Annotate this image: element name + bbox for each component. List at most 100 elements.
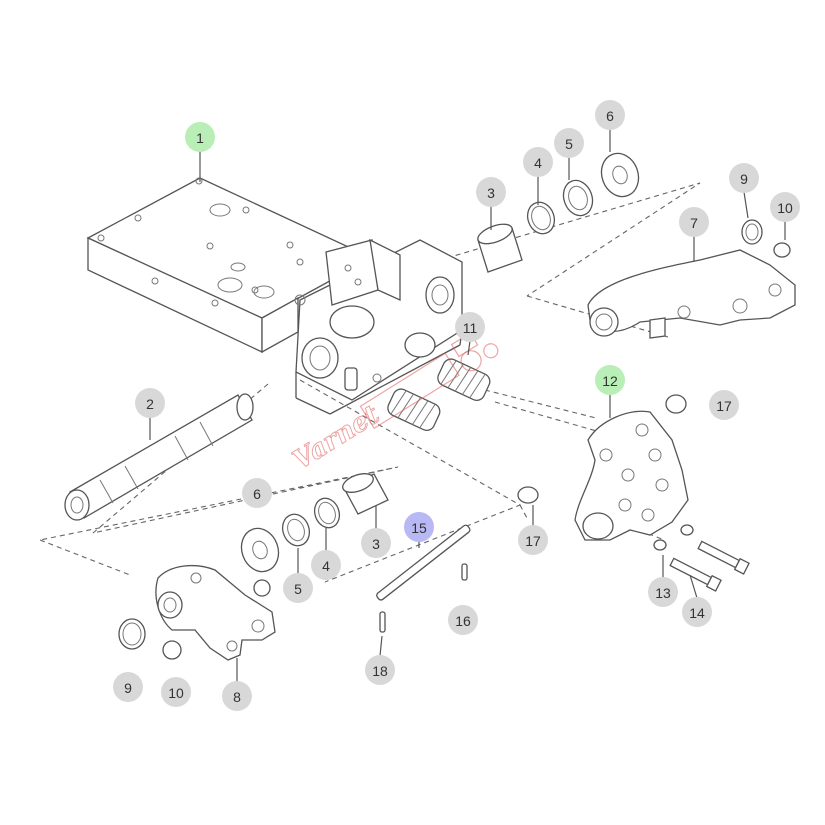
callout-badge	[242, 478, 272, 508]
callout-label: 2	[146, 396, 154, 412]
valve-housing	[86, 177, 463, 415]
callout-leader-line	[689, 574, 698, 599]
lift-arm-right	[587, 249, 796, 339]
callout-badge	[679, 207, 709, 237]
callout-label: 6	[606, 108, 614, 124]
callout-6: 6	[242, 478, 272, 508]
callout-10: 10	[161, 677, 191, 707]
callout-badge	[729, 163, 759, 193]
callout-17: 17	[518, 525, 548, 555]
callout-6: 6	[595, 100, 625, 130]
thrust-washer-lower	[240, 527, 280, 573]
bushing-left	[162, 640, 182, 660]
callout-label: 15	[411, 520, 427, 536]
callout-2: 2	[135, 388, 165, 418]
callout-17: 17	[709, 390, 739, 420]
callout-badge	[365, 655, 395, 685]
callout-9: 9	[113, 672, 143, 702]
callout-badge	[455, 312, 485, 342]
callout-leader-line	[467, 340, 471, 356]
callout-label: 1	[196, 130, 204, 146]
callout-15: 15	[404, 512, 434, 542]
callout-badge	[222, 681, 252, 711]
callout-5: 5	[283, 573, 313, 603]
callout-badge	[311, 550, 341, 580]
clip-18	[379, 611, 386, 633]
valve-springs	[387, 358, 491, 431]
callout-label: 7	[690, 215, 698, 231]
callout-label: 11	[463, 320, 478, 336]
callout-badge	[709, 390, 739, 420]
callout-badge	[404, 512, 434, 542]
callout-badge	[523, 147, 553, 177]
callout-badge	[554, 128, 584, 158]
pin-15	[376, 524, 471, 601]
callout-label: 3	[487, 185, 495, 201]
callout-7: 7	[679, 207, 709, 237]
callout-label: 8	[233, 689, 241, 705]
callout-badge	[648, 577, 678, 607]
callout-label: 9	[124, 680, 132, 696]
callout-label: 4	[322, 558, 330, 574]
callout-label: 4	[534, 155, 542, 171]
callout-badge	[185, 122, 215, 152]
callout-label: 17	[716, 398, 732, 414]
callout-leader-line	[379, 635, 383, 657]
callout-badge	[361, 528, 391, 558]
callout-badge	[448, 605, 478, 635]
clip-16	[461, 563, 468, 581]
callout-label: 18	[372, 663, 388, 679]
callout-16: 16	[448, 605, 478, 635]
callout-label: 14	[689, 605, 705, 621]
callout-label: 16	[455, 613, 471, 629]
splined-shaft	[64, 393, 254, 521]
bushing-lower	[342, 473, 389, 515]
callout-14: 14	[682, 597, 712, 627]
callout-3: 3	[476, 177, 506, 207]
lift-bracket-right	[574, 410, 689, 541]
callout-12: 12	[595, 365, 625, 395]
bushing-right	[773, 242, 791, 258]
callout-badge	[161, 677, 191, 707]
callout-3: 3	[361, 528, 391, 558]
callout-badge	[518, 525, 548, 555]
snap-ring-right	[741, 219, 763, 245]
snap-ring-left	[118, 618, 146, 650]
callout-5: 5	[554, 128, 584, 158]
callout-label: 5	[294, 581, 302, 597]
callout-18: 18	[365, 655, 395, 685]
bushing-17-lower	[517, 486, 539, 504]
callout-badge	[682, 597, 712, 627]
callout-label: 12	[602, 373, 618, 389]
callout-10: 10	[770, 192, 800, 222]
lift-arm-left	[155, 564, 276, 661]
callout-badge	[113, 672, 143, 702]
callout-9: 9	[729, 163, 759, 193]
callout-label: 10	[168, 685, 184, 701]
callout-4: 4	[311, 550, 341, 580]
callout-4: 4	[523, 147, 553, 177]
callout-badge	[135, 388, 165, 418]
callout-label: 10	[777, 200, 793, 216]
callout-label: 9	[740, 171, 748, 187]
callout-11: 11	[455, 312, 485, 342]
bushing-17-upper	[665, 394, 687, 414]
snap-ring-lower	[313, 497, 341, 529]
callout-badge	[595, 100, 625, 130]
callout-8: 8	[222, 681, 252, 711]
callout-label: 6	[253, 486, 261, 502]
snap-ring-upper	[526, 201, 556, 235]
callout-label: 5	[565, 136, 573, 152]
callout-13: 13	[648, 577, 678, 607]
seal-ring-lower	[281, 513, 311, 547]
callout-1: 1	[185, 122, 215, 152]
callout-badge	[770, 192, 800, 222]
callout-label: 3	[372, 536, 380, 552]
callout-label: 17	[525, 533, 541, 549]
callout-label: 13	[655, 585, 671, 601]
callout-leader-line	[743, 191, 749, 219]
bushing-upper	[477, 223, 523, 273]
seal-ring-upper	[562, 179, 594, 217]
callout-badge	[595, 365, 625, 395]
